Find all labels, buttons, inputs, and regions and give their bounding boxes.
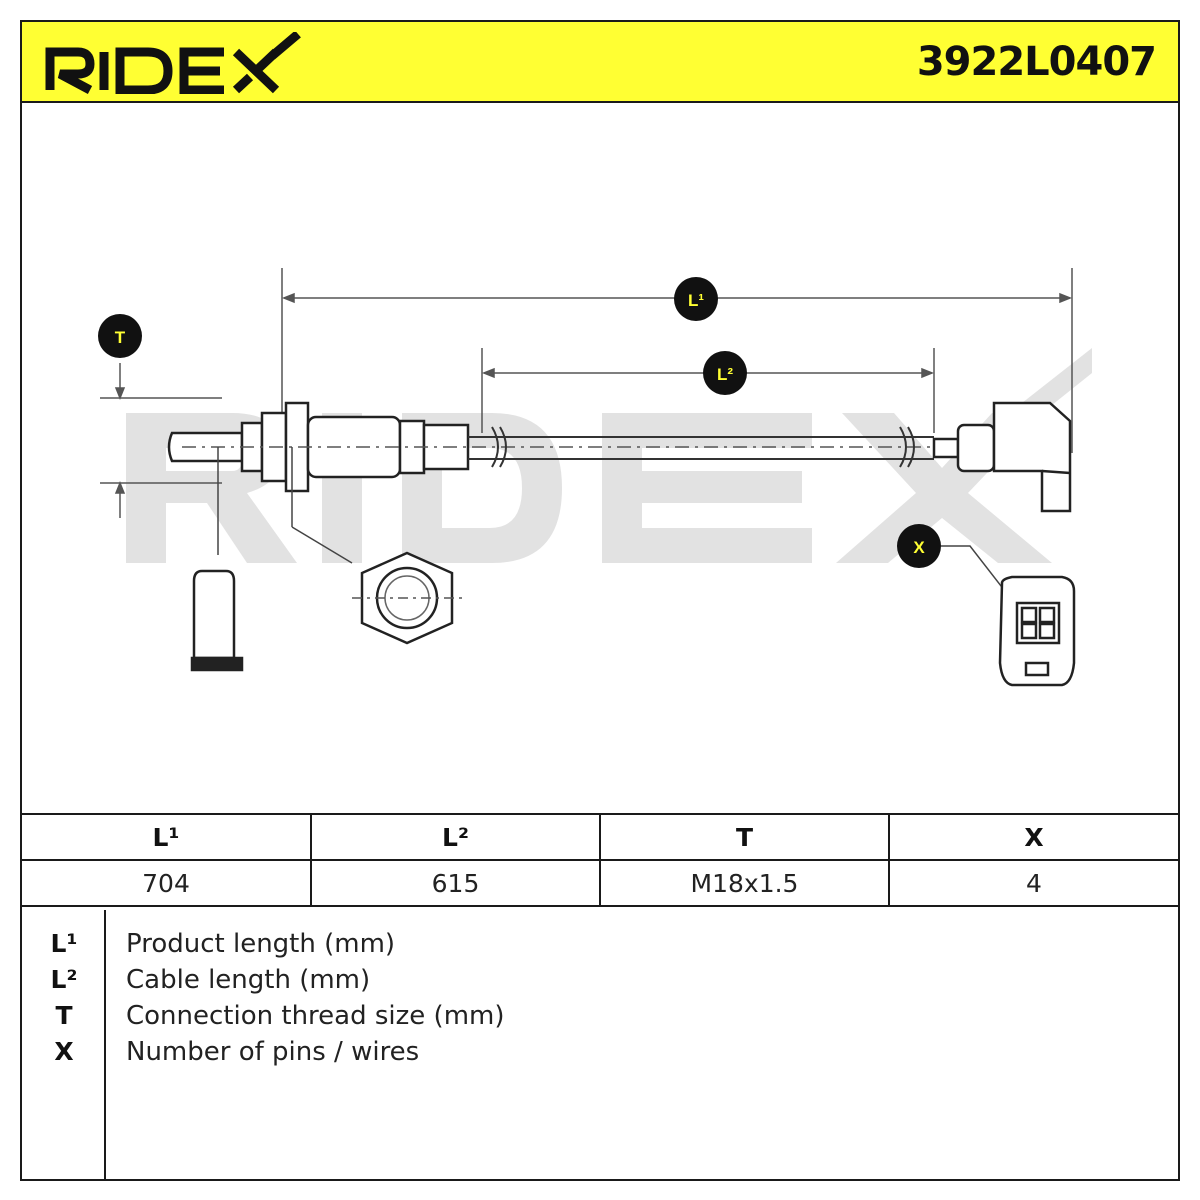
l2-marker [703,351,747,395]
l1-marker-label: L¹ [688,291,704,310]
part-number: 3922L0407 [916,39,1157,85]
spec-table: L¹ L² T X 704 615 M18x1.5 4 [22,813,1178,907]
sensor-connector [932,401,1072,513]
legend-row: L² Cable length (mm) [22,962,1178,998]
legend-row: X Number of pins / wires [22,1034,1178,1070]
legend-desc: Number of pins / wires [126,1037,420,1067]
sensor-body [167,401,1042,493]
brand-logo [45,32,301,94]
legend-desc: Connection thread size (mm) [126,1001,505,1031]
legend-desc: Cable length (mm) [126,965,371,995]
legend-row: L¹ Product length (mm) [22,926,1178,962]
legend-divider [104,910,106,1179]
sensor-cable [468,426,934,468]
t-marker [98,314,142,358]
tip-detail [190,447,244,672]
connector-face-detail [941,545,1076,687]
dimension-t [100,363,222,518]
header-bar: 3922L0407 [22,22,1178,103]
spec-header-l1: L¹ [22,813,312,861]
spec-header-row: L¹ L² T X [22,813,1178,861]
legend-key: T [55,1001,73,1030]
legend-key: X [54,1037,74,1066]
spec-header-t: T [599,813,890,861]
legend-key: L² [50,965,78,994]
legend-desc: Product length (mm) [126,929,396,959]
spec-value-l2: 615 [310,859,601,907]
spec-value-x: 4 [888,859,1178,907]
sensor-drawing: L¹ L² T [98,268,1092,687]
x-marker-label: X [913,538,925,557]
spec-value-t: M18x1.5 [599,859,890,907]
spec-header-l2: L² [310,813,601,861]
spec-value-l1: 704 [22,859,312,907]
l2-marker-label: L² [717,365,733,384]
t-marker-label: T [115,328,126,347]
legend-key: L¹ [50,929,78,958]
legend-row: T Connection thread size (mm) [22,998,1178,1034]
spec-value-row: 704 615 M18x1.5 4 [22,859,1178,907]
l1-marker [674,277,718,321]
spec-header-x: X [888,813,1178,861]
hex-nut-detail [291,447,464,645]
product-sheet: 3922L0407 L¹ L² [20,20,1180,1181]
x-marker [897,524,941,568]
legend: L¹ Product length (mm) L² Cable length (… [22,910,1178,1179]
